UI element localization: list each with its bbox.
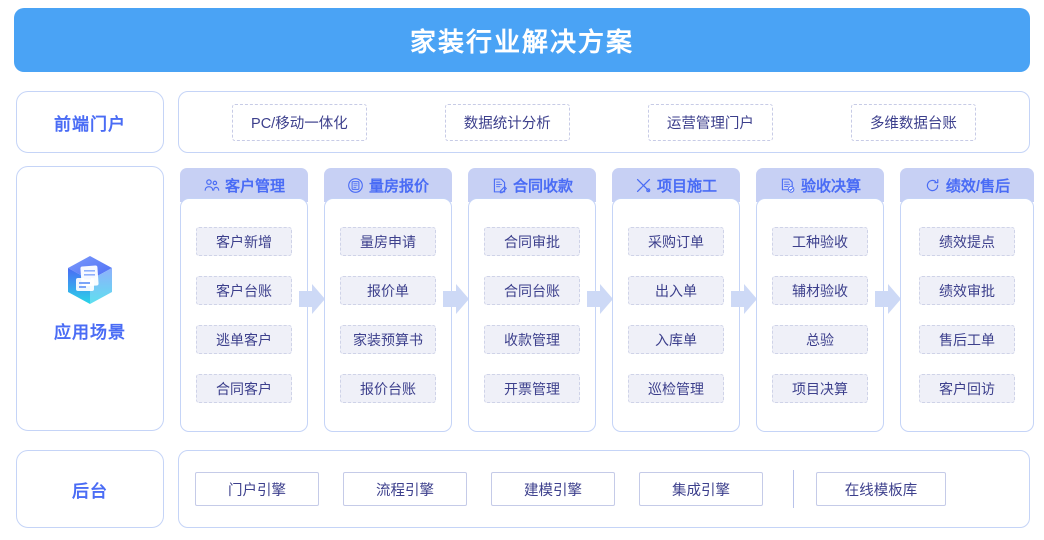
sidebar-item-application-scenario[interactable]: 应用场景 <box>16 166 164 431</box>
scenario-item[interactable]: 家装预算书 <box>340 325 436 354</box>
sidebar-item-frontend-portal[interactable]: 前端门户 <box>16 91 164 153</box>
refresh-circle-icon <box>924 177 941 194</box>
column-header[interactable]: 绩效/售后 <box>900 168 1034 202</box>
column-header[interactable]: 量房报价 <box>324 168 452 202</box>
scenario-column-customer-management: 客户管理 客户新增 客户台账 逃单客户 合同客户 <box>180 168 308 432</box>
scenario-item[interactable]: 绩效审批 <box>919 276 1015 305</box>
engine-chip[interactable]: 建模引擎 <box>491 472 615 506</box>
template-library-chip[interactable]: 在线模板库 <box>816 472 946 506</box>
scenario-item[interactable]: 合同台账 <box>484 276 580 305</box>
column-header[interactable]: 项目施工 <box>612 168 740 202</box>
tools-icon <box>635 177 652 194</box>
column-body: 工种验收 辅材验收 总验 项目决算 <box>756 198 884 432</box>
scenario-columns: 客户管理 客户新增 客户台账 逃单客户 合同客户 量房报价 量房申请 报价单 <box>172 168 1034 432</box>
cube-icon <box>64 254 116 318</box>
scenario-item[interactable]: 项目决算 <box>772 374 868 403</box>
scenario-item[interactable]: 辅材验收 <box>772 276 868 305</box>
column-header[interactable]: 验收决算 <box>756 168 884 202</box>
scenario-item[interactable]: 绩效提点 <box>919 227 1015 256</box>
scenario-item[interactable]: 收款管理 <box>484 325 580 354</box>
contract-sign-icon <box>491 177 508 194</box>
scenario-item[interactable]: 总验 <box>772 325 868 354</box>
column-title: 项目施工 <box>656 177 717 195</box>
doc-check-icon <box>779 177 796 194</box>
scenario-column-measure-quote: 量房报价 量房申请 报价单 家装预算书 报价台账 <box>324 168 452 432</box>
scenario-item[interactable]: 巡检管理 <box>628 374 724 403</box>
column-body: 绩效提点 绩效审批 售后工单 客户回访 <box>900 198 1034 432</box>
scenario-item[interactable]: 报价单 <box>340 276 436 305</box>
engine-chip[interactable]: 集成引擎 <box>639 472 763 506</box>
scenario-column-acceptance-settlement: 验收决算 工种验收 辅材验收 总验 项目决算 <box>756 168 884 432</box>
scenario-item[interactable]: 客户新增 <box>196 227 292 256</box>
scenario-item[interactable]: 合同客户 <box>196 374 292 403</box>
arrow-right-icon <box>587 284 613 314</box>
arrow-right-icon <box>731 284 757 314</box>
column-title: 合同收款 <box>512 177 573 195</box>
sidebar-backend-label: 后台 <box>72 481 108 501</box>
scenario-item[interactable]: 报价台账 <box>340 374 436 403</box>
scenario-item[interactable]: 入库单 <box>628 325 724 354</box>
engine-chip[interactable]: 门户引擎 <box>195 472 319 506</box>
portal-chip[interactable]: 数据统计分析 <box>444 103 570 141</box>
portal-chip[interactable]: PC/移动一体化 <box>232 103 367 141</box>
backend-engine-row: 门户引擎 流程引擎 建模引擎 集成引擎 在线模板库 <box>178 450 1030 528</box>
scenario-item[interactable]: 工种验收 <box>772 227 868 256</box>
scenario-column-performance-aftersales: 绩效/售后 绩效提点 绩效审批 售后工单 客户回访 <box>900 168 1034 432</box>
page-title: 家装行业解决方案 <box>409 26 634 57</box>
engine-chip[interactable]: 流程引擎 <box>343 472 467 506</box>
arrow-right-icon <box>875 284 901 314</box>
column-body: 采购订单 出入单 入库单 巡检管理 <box>612 198 740 432</box>
scenario-item[interactable]: 合同审批 <box>484 227 580 256</box>
scenario-item[interactable]: 开票管理 <box>484 374 580 403</box>
scenario-item[interactable]: 采购订单 <box>628 227 724 256</box>
scenario-item[interactable]: 量房申请 <box>340 227 436 256</box>
arrow-right-icon <box>299 284 325 314</box>
column-header[interactable]: 客户管理 <box>180 168 308 202</box>
scenario-item[interactable]: 逃单客户 <box>196 325 292 354</box>
portal-feature-row: PC/移动一体化 数据统计分析 运营管理门户 多维数据台账 <box>178 91 1030 153</box>
scenario-item[interactable]: 客户回访 <box>919 374 1015 403</box>
scenario-item[interactable]: 客户台账 <box>196 276 292 305</box>
arrow-right-icon <box>443 284 469 314</box>
people-icon <box>203 177 220 194</box>
portal-chip[interactable]: 多维数据台账 <box>850 103 976 141</box>
column-title: 验收决算 <box>800 177 861 195</box>
sidebar-frontend-label: 前端门户 <box>54 114 126 134</box>
column-header[interactable]: 合同收款 <box>468 168 596 202</box>
scenario-item[interactable]: 出入单 <box>628 276 724 305</box>
section-divider <box>793 470 794 508</box>
scenario-item[interactable]: 售后工单 <box>919 325 1015 354</box>
column-title: 绩效/售后 <box>945 177 1011 195</box>
sidebar-scenario-label: 应用场景 <box>54 323 126 342</box>
measure-doc-icon <box>347 177 364 194</box>
portal-chip[interactable]: 运营管理门户 <box>647 103 773 141</box>
scenario-column-project-construction: 项目施工 采购订单 出入单 入库单 巡检管理 <box>612 168 740 432</box>
sidebar-item-backend[interactable]: 后台 <box>16 450 164 528</box>
column-body: 客户新增 客户台账 逃单客户 合同客户 <box>180 198 308 432</box>
column-title: 客户管理 <box>224 177 285 195</box>
scenario-column-contract-payment: 合同收款 合同审批 合同台账 收款管理 开票管理 <box>468 168 596 432</box>
title-banner: 家装行业解决方案 <box>14 8 1030 72</box>
column-body: 量房申请 报价单 家装预算书 报价台账 <box>324 198 452 432</box>
column-title: 量房报价 <box>368 177 429 195</box>
column-body: 合同审批 合同台账 收款管理 开票管理 <box>468 198 596 432</box>
